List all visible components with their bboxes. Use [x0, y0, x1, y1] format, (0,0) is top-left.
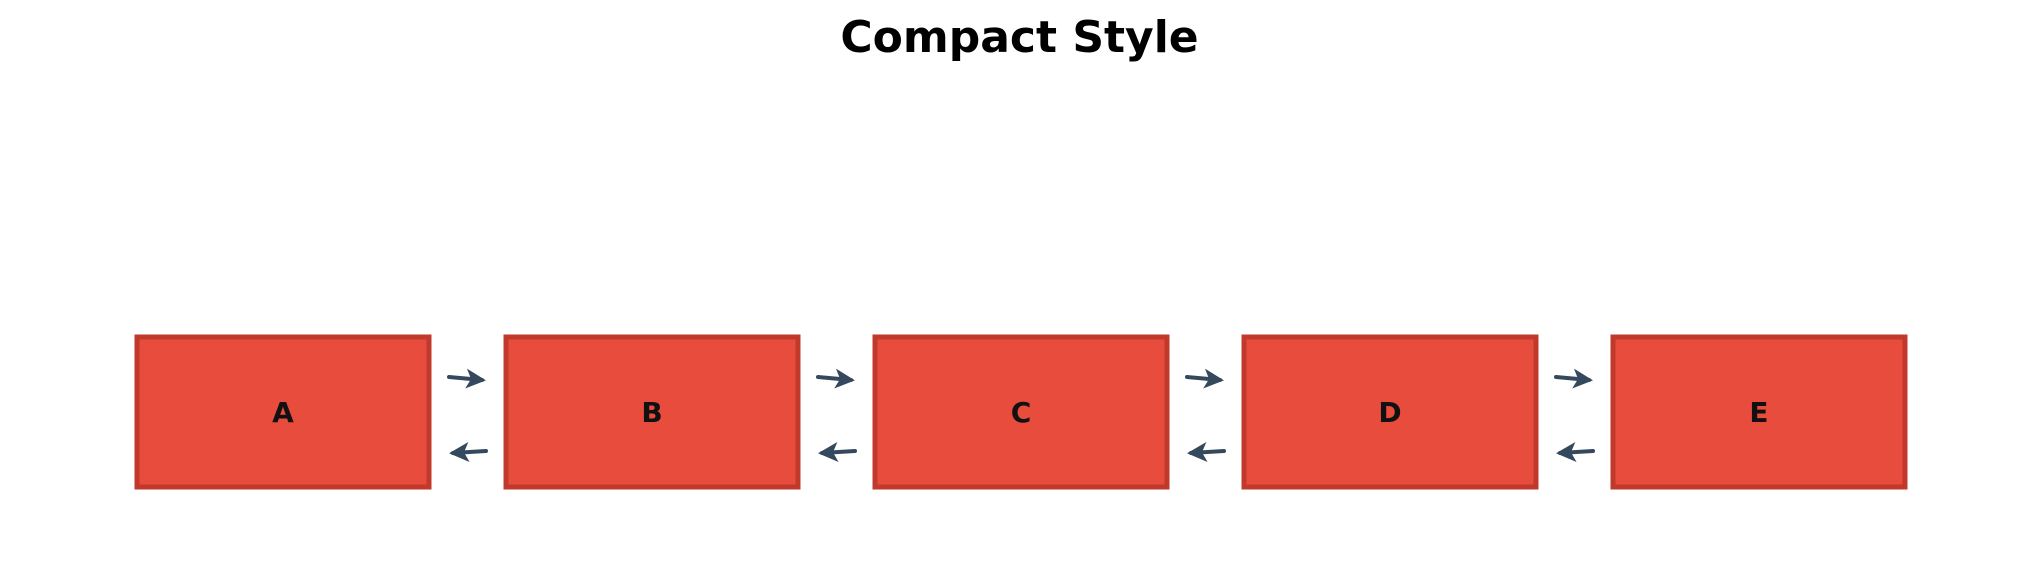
node-box: [1241, 334, 1539, 490]
node-box: [1610, 334, 1908, 490]
node-box: [503, 334, 801, 490]
nodes-layer: A B C D E: [134, 334, 1908, 490]
node-label: C: [1011, 396, 1032, 429]
node-label: E: [1749, 396, 1768, 429]
arrow-b-to-a: [449, 442, 488, 463]
node-d: D: [1241, 334, 1539, 490]
arrow-c-to-d: [1185, 368, 1224, 389]
node-box: [134, 334, 432, 490]
node-label: A: [272, 396, 294, 429]
arrow-c-to-b: [818, 442, 857, 463]
node-box: [872, 334, 1170, 490]
arrow-d-to-e: [1554, 368, 1593, 389]
node-a: A: [134, 334, 432, 490]
node-e: E: [1610, 334, 1908, 490]
node-label: D: [1378, 396, 1401, 429]
node-c: C: [872, 334, 1170, 490]
edges-layer: [447, 368, 1595, 463]
node-b: B: [503, 334, 801, 490]
arrow-e-to-d: [1556, 442, 1595, 463]
arrow-d-to-c: [1187, 442, 1226, 463]
arrow-a-to-b: [447, 368, 486, 389]
node-label: B: [641, 396, 662, 429]
arrow-b-to-c: [816, 368, 855, 389]
diagram-title: Compact Style: [840, 12, 1199, 63]
